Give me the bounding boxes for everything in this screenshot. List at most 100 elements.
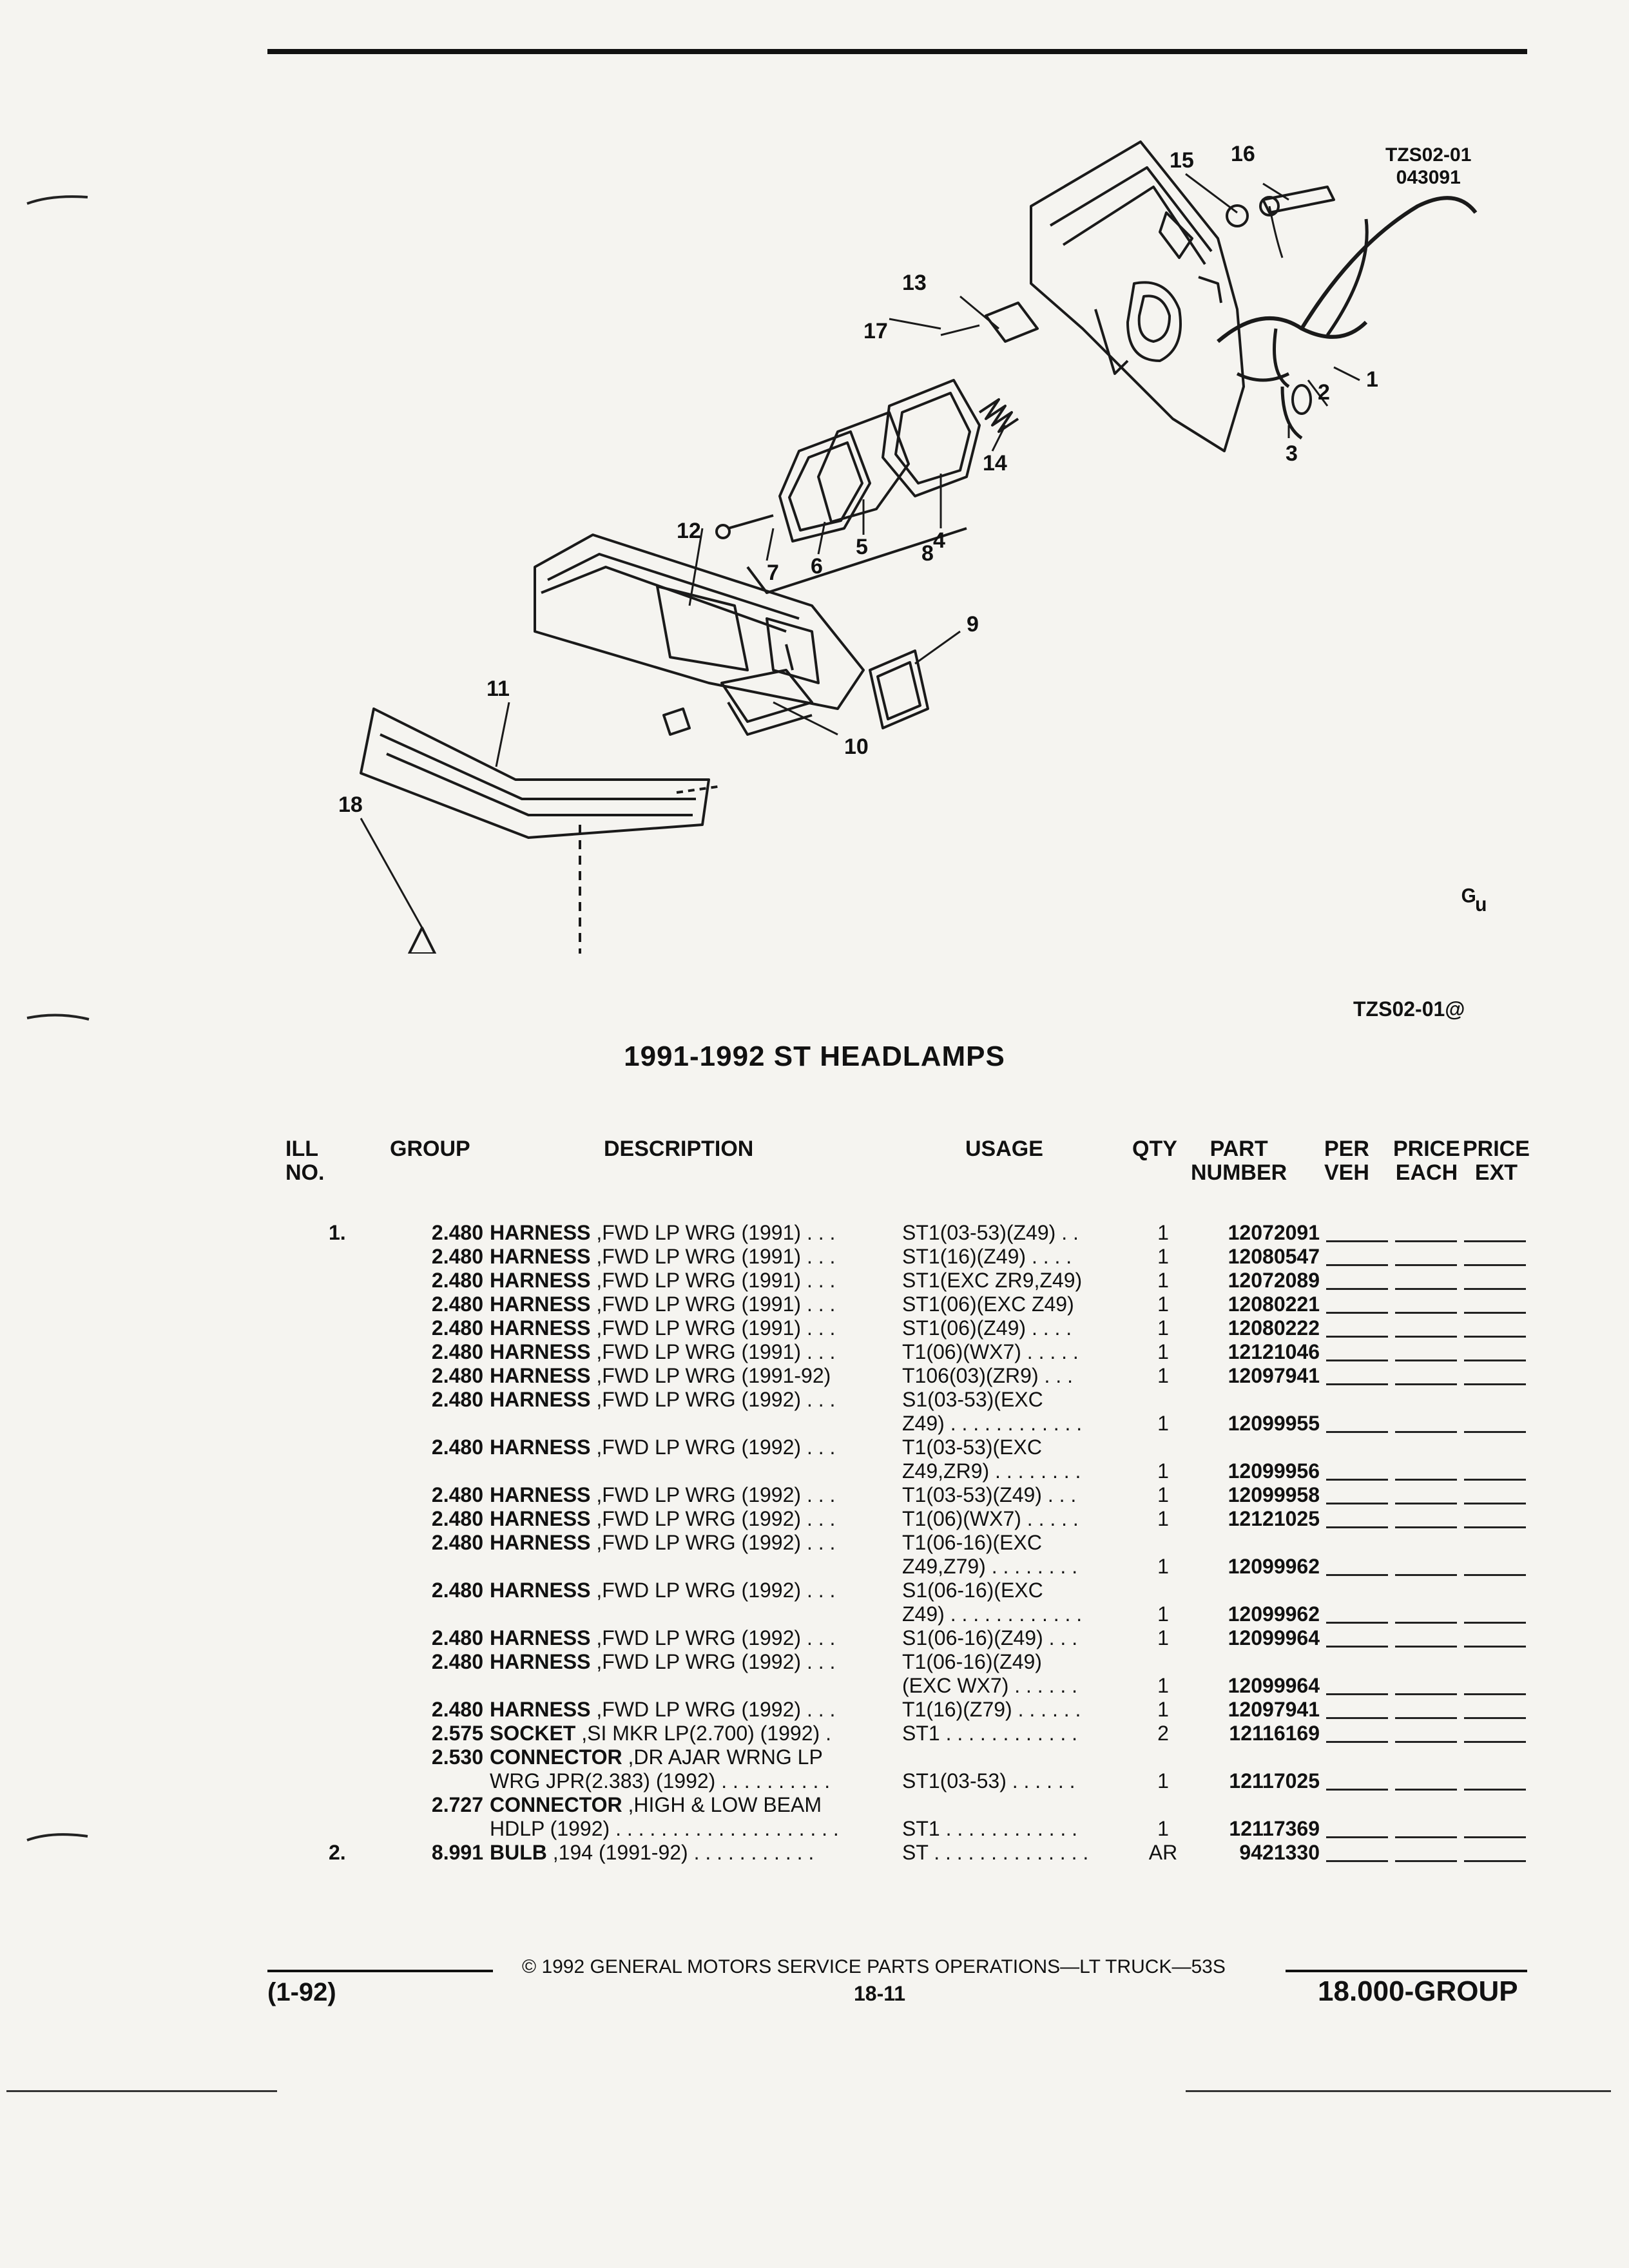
part-detail: ,FWD LP WRG (1992) . . . bbox=[596, 1483, 836, 1506]
part-detail: ,FWD LP WRG (1992) . . . bbox=[596, 1388, 836, 1411]
part-name: HARNESS bbox=[490, 1269, 591, 1292]
group-number: 2.727 bbox=[431, 1793, 483, 1816]
quantity: 1 bbox=[1157, 1269, 1169, 1292]
quantity: 1 bbox=[1157, 1412, 1169, 1435]
quantity: 1 bbox=[1157, 1483, 1169, 1506]
part-number: 12072091 bbox=[1228, 1221, 1320, 1244]
part-name: CONNECTOR bbox=[490, 1793, 622, 1816]
group-number: 2.480 bbox=[431, 1483, 483, 1506]
bottom-rule-right bbox=[1186, 2090, 1611, 2092]
per-veh-blank bbox=[1326, 1264, 1388, 1266]
part-name: HARNESS bbox=[490, 1340, 591, 1363]
margin-mark bbox=[26, 193, 90, 205]
description: HARNESS ,FWD LP WRG (1992) . . . bbox=[490, 1579, 835, 1602]
figure-id: TZS02-01 043091 bbox=[1385, 144, 1471, 189]
part-detail: ,SI MKR LP(2.700) (1992) . bbox=[581, 1722, 831, 1745]
part-name: HARNESS bbox=[490, 1650, 591, 1673]
part-detail: WRG JPR(2.383) (1992) . . . . . . . . . … bbox=[490, 1769, 831, 1792]
description: WRG JPR(2.383) (1992) . . . . . . . . . … bbox=[490, 1769, 830, 1793]
per-veh-blank bbox=[1326, 1646, 1388, 1648]
part-detail: ,FWD LP WRG (1991) . . . bbox=[596, 1245, 836, 1268]
price-ext-blank bbox=[1464, 1264, 1526, 1266]
price-each-blank bbox=[1395, 1240, 1457, 1242]
price-each-blank bbox=[1395, 1717, 1457, 1719]
part-detail: ,HIGH & LOW BEAM bbox=[628, 1793, 822, 1816]
group-number: 2.480 bbox=[431, 1650, 483, 1673]
callout-10: 10 bbox=[844, 735, 869, 759]
part-number: 9421330 bbox=[1239, 1841, 1320, 1864]
callout-11: 11 bbox=[487, 677, 510, 701]
usage: ST1(03-53)(Z49) . . bbox=[902, 1221, 1079, 1244]
price-ext-blank bbox=[1464, 1789, 1526, 1791]
price-ext-blank bbox=[1464, 1312, 1526, 1314]
usage: T1(03-53)(Z49) . . . bbox=[902, 1483, 1077, 1506]
part-name: HARNESS bbox=[490, 1507, 591, 1530]
footer-group: 18.000-GROUP bbox=[1318, 1975, 1518, 2007]
price-each-blank bbox=[1395, 1646, 1457, 1648]
callout-15: 15 bbox=[1170, 148, 1194, 173]
per-veh-blank bbox=[1326, 1717, 1388, 1719]
part-detail: ,FWD LP WRG (1992) . . . bbox=[596, 1579, 836, 1602]
page-title: 1991-1992 ST HEADLAMPS bbox=[624, 1041, 1005, 1072]
col-description: DESCRIPTION bbox=[604, 1137, 754, 1161]
callout-6: 6 bbox=[811, 554, 823, 579]
col-per-line1: PER bbox=[1324, 1137, 1369, 1161]
group-number: 2.480 bbox=[431, 1507, 483, 1530]
callout-13: 13 bbox=[902, 271, 927, 295]
part-name: HARNESS bbox=[490, 1293, 591, 1316]
price-ext-blank bbox=[1464, 1336, 1526, 1338]
margin-mark bbox=[26, 1012, 90, 1021]
per-veh-blank bbox=[1326, 1526, 1388, 1528]
per-veh-blank bbox=[1326, 1574, 1388, 1576]
part-number: 12080547 bbox=[1228, 1245, 1320, 1268]
usage: Z49) . . . . . . . . . . . . bbox=[902, 1602, 1083, 1626]
per-veh-blank bbox=[1326, 1431, 1388, 1433]
price-each-blank bbox=[1395, 1336, 1457, 1338]
quantity: 1 bbox=[1157, 1245, 1169, 1268]
price-ext-blank bbox=[1464, 1526, 1526, 1528]
col-ill: ILL NO. bbox=[285, 1137, 324, 1186]
footer-revision: (1-92) bbox=[267, 1978, 336, 2006]
per-veh-blank bbox=[1326, 1383, 1388, 1385]
price-each-blank bbox=[1395, 1574, 1457, 1576]
price-ext-blank bbox=[1464, 1836, 1526, 1838]
per-veh-blank bbox=[1326, 1622, 1388, 1624]
ill-number: 2. bbox=[329, 1841, 346, 1864]
description: HARNESS ,FWD LP WRG (1991-92) bbox=[490, 1364, 831, 1388]
description: HARNESS ,FWD LP WRG (1992) . . . bbox=[490, 1388, 835, 1412]
footer-page-number: 18-11 bbox=[854, 1982, 906, 2005]
col-part-line2: NUMBER bbox=[1191, 1160, 1287, 1186]
quantity: 1 bbox=[1157, 1507, 1169, 1530]
description: HARNESS ,FWD LP WRG (1992) . . . bbox=[490, 1698, 835, 1722]
description: CONNECTOR ,DR AJAR WRNG LP bbox=[490, 1745, 823, 1769]
part-name: HARNESS bbox=[490, 1626, 591, 1649]
description: HDLP (1992) . . . . . . . . . . . . . . … bbox=[490, 1817, 839, 1841]
price-each-blank bbox=[1395, 1860, 1457, 1862]
part-name: HARNESS bbox=[490, 1531, 591, 1554]
price-ext-blank bbox=[1464, 1360, 1526, 1361]
part-detail: ,194 (1991-92) . . . . . . . . . . . bbox=[552, 1841, 815, 1864]
part-name: HARNESS bbox=[490, 1316, 591, 1340]
part-number: 12099962 bbox=[1228, 1602, 1320, 1626]
part-detail: HDLP (1992) . . . . . . . . . . . . . . … bbox=[490, 1817, 839, 1840]
price-each-blank bbox=[1395, 1431, 1457, 1433]
price-ext-blank bbox=[1464, 1431, 1526, 1433]
group-number: 2.480 bbox=[431, 1531, 483, 1554]
part-name: HARNESS bbox=[490, 1579, 591, 1602]
per-veh-blank bbox=[1326, 1479, 1388, 1481]
part-number: 12099958 bbox=[1228, 1483, 1320, 1506]
price-ext-blank bbox=[1464, 1479, 1526, 1481]
quantity: 1 bbox=[1157, 1626, 1169, 1649]
figure-id-line2: 043091 bbox=[1396, 166, 1461, 188]
usage: Z49,ZR9) . . . . . . . . bbox=[902, 1459, 1081, 1483]
price-each-blank bbox=[1395, 1383, 1457, 1385]
quantity: AR bbox=[1148, 1841, 1178, 1864]
price-ext-blank bbox=[1464, 1646, 1526, 1648]
